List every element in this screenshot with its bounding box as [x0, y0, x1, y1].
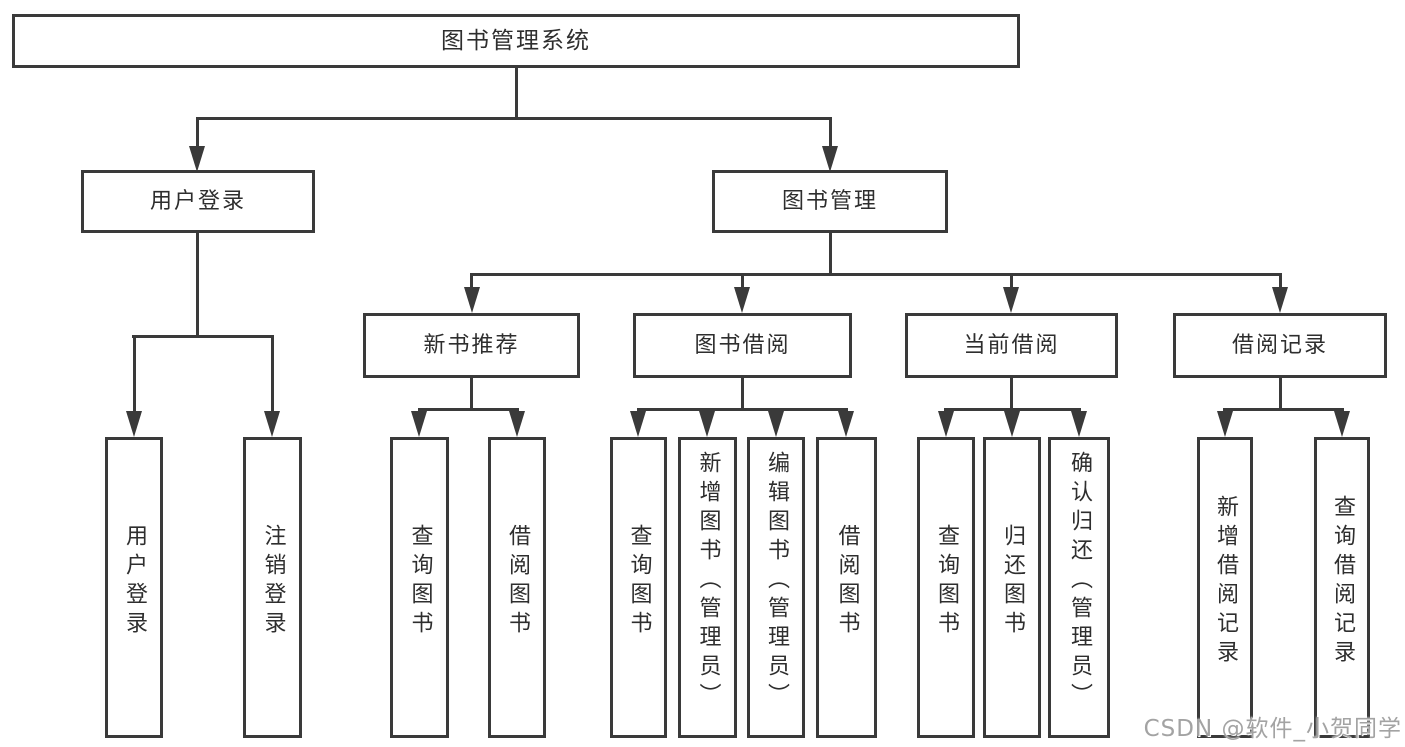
arrowhead-borrowing-records: [1272, 287, 1288, 313]
conn-stub-book-borrowing: [741, 273, 744, 289]
conn-stub-borrowing-records: [1279, 273, 1282, 289]
conn-user-login-hline: [132, 335, 274, 338]
node-label: 用户登录: [122, 523, 147, 640]
node-label: 借阅图书: [505, 523, 530, 640]
leaf-borrow-borrow-books: 借阅图书: [816, 437, 877, 738]
node-user-login: 用户登录: [81, 170, 315, 233]
conn-drop-leaf-user-login: [133, 335, 136, 412]
leaf-logout: 注销登录: [243, 437, 302, 738]
arrowhead-leaf-user-login: [126, 411, 142, 437]
leaf-user-login: 用户登录: [105, 437, 163, 738]
arrowhead-borrow-add-books: [699, 411, 715, 437]
arrowhead-borrow-edit-books: [768, 411, 784, 437]
node-label: 注销登录: [260, 523, 286, 640]
node-label: 借阅图书: [834, 523, 860, 640]
arrowhead-rec-query-books: [411, 411, 427, 437]
node-label: 查询图书: [407, 523, 433, 640]
conn-current-stem: [1010, 378, 1013, 410]
node-label: 图书管理: [781, 188, 878, 214]
node-book-management: 图书管理: [712, 170, 948, 233]
conn-root-stem: [515, 68, 518, 120]
arrowhead-leaf-logout: [264, 411, 280, 437]
conn-recommendation-hline: [418, 408, 519, 411]
leaf-records-query-borrow-record: 查询借阅记录: [1314, 437, 1370, 738]
node-label: 当前借阅: [963, 332, 1060, 358]
node-label: 借阅记录: [1231, 332, 1328, 358]
leaf-borrow-edit-books-admin: 编辑图书（管理员）: [747, 437, 805, 738]
conn-borrowing-hline: [637, 408, 848, 411]
conn-book-management-hline: [470, 273, 1282, 276]
leaf-rec-query-books: 查询图书: [390, 437, 449, 738]
conn-stub-current-borrowing: [1010, 273, 1013, 289]
node-label: 编辑图书（管理员）: [764, 451, 789, 712]
conn-stub-book-management: [829, 117, 832, 148]
node-book-borrowing: 图书借阅: [633, 313, 852, 378]
node-label: 查询图书: [626, 523, 652, 640]
conn-borrowing-stem: [741, 378, 744, 410]
conn-drop-leaf-logout: [271, 335, 274, 412]
arrowhead-book-borrowing: [734, 287, 750, 313]
leaf-records-add-borrow-record: 新增借阅记录: [1197, 437, 1253, 738]
arrowhead-records-add-record: [1217, 411, 1233, 437]
node-label: 新书推荐: [423, 332, 520, 358]
leaf-borrow-query-books: 查询图书: [610, 437, 667, 738]
node-label: 确认归还（管理员）: [1067, 451, 1092, 712]
node-label: 新增借阅记录: [1213, 494, 1238, 669]
arrowhead-new-book-recommendation: [464, 287, 480, 313]
leaf-current-confirm-return-admin: 确认归还（管理员）: [1048, 437, 1110, 738]
arrowhead-current-borrowing: [1003, 287, 1019, 313]
arrowhead-user-login: [189, 146, 205, 172]
arrowhead-current-query-books: [938, 411, 954, 437]
arrowhead-rec-borrow-books: [509, 411, 525, 437]
watermark-csdn: CSDN @软件_小贺同学: [1143, 716, 1402, 742]
conn-current-hline: [944, 408, 1081, 411]
node-current-borrowing: 当前借阅: [905, 313, 1118, 378]
conn-user-login-stem: [196, 233, 199, 337]
node-library-management-system: 图书管理系统: [12, 14, 1020, 68]
node-label: 归还图书: [1000, 523, 1025, 640]
node-label: 新增图书（管理员）: [695, 451, 721, 712]
leaf-borrow-add-books-admin: 新增图书（管理员）: [678, 437, 737, 738]
arrowhead-current-return-books: [1004, 411, 1020, 437]
node-label: 图书借阅: [694, 332, 791, 358]
leaf-current-query-books: 查询图书: [917, 437, 975, 738]
node-new-book-recommendation: 新书推荐: [363, 313, 580, 378]
conn-stub-user-login: [196, 117, 199, 148]
node-label: 查询图书: [934, 523, 959, 640]
leaf-current-return-books: 归还图书: [983, 437, 1041, 738]
arrowhead-borrow-borrow-books: [838, 411, 854, 437]
arrowhead-borrow-query-books: [630, 411, 646, 437]
node-borrowing-records: 借阅记录: [1173, 313, 1387, 378]
conn-root-hline: [196, 117, 832, 120]
arrowhead-records-query-record: [1334, 411, 1350, 437]
arrowhead-book-management: [822, 146, 838, 172]
node-label: 图书管理系统: [441, 27, 591, 54]
arrowhead-current-confirm-return: [1071, 411, 1087, 437]
node-label: 查询借阅记录: [1330, 494, 1355, 669]
conn-records-stem: [1279, 378, 1282, 410]
leaf-rec-borrow-books: 借阅图书: [488, 437, 546, 738]
conn-records-hline: [1223, 408, 1344, 411]
node-label: 用户登录: [149, 188, 246, 214]
conn-recommendation-stem: [470, 378, 473, 410]
conn-stub-new-book-recommendation: [470, 273, 473, 289]
conn-book-management-stem: [829, 233, 832, 276]
